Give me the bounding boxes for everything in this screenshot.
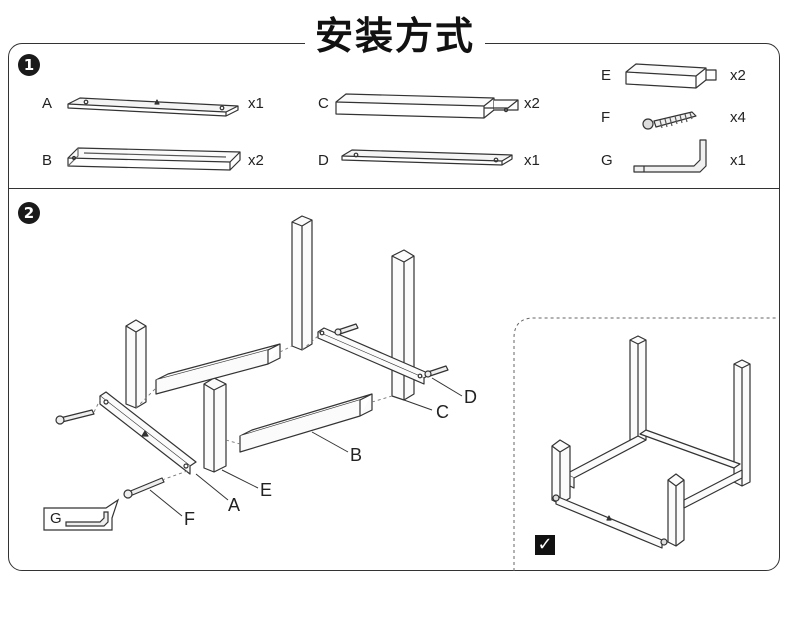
part-f-qty: x4 xyxy=(730,109,746,126)
part-g-qty: x1 xyxy=(730,152,746,169)
assembly-screws xyxy=(55,323,449,499)
part-a-qty: x1 xyxy=(248,95,264,112)
callout-g: G xyxy=(50,510,62,527)
part-b-qty: x2 xyxy=(248,152,264,169)
beam-b-left xyxy=(155,343,281,395)
part-f-screw xyxy=(642,111,697,130)
callout-a: A xyxy=(228,495,241,515)
completed-view-panel xyxy=(513,317,778,571)
callout-c: C xyxy=(436,402,449,422)
callout-f: F xyxy=(184,509,195,529)
part-f-label: F xyxy=(601,109,611,126)
leg-back-left xyxy=(291,215,313,351)
callout-e: E xyxy=(260,480,273,500)
completed-stool xyxy=(551,335,751,549)
part-g-label: G xyxy=(601,152,613,169)
part-b-beam xyxy=(67,147,241,171)
step-2-badge: 2 xyxy=(18,202,40,224)
section-divider xyxy=(8,188,780,189)
callout-b: B xyxy=(350,445,363,465)
leg-front-right xyxy=(203,377,227,473)
part-d-label: D xyxy=(318,152,329,169)
part-b-label: B xyxy=(42,152,53,169)
part-e-label: E xyxy=(601,67,612,84)
part-d-rail xyxy=(341,149,513,166)
part-a-label: A xyxy=(42,95,53,112)
part-e-block xyxy=(625,63,717,89)
part-g-hex-key xyxy=(633,139,707,173)
part-d-qty: x1 xyxy=(524,152,540,169)
rail-d-back xyxy=(317,327,431,385)
part-a-rail xyxy=(67,97,239,117)
step-1-badge: 1 xyxy=(18,54,40,76)
completed-check-icon: ✓ xyxy=(535,535,555,555)
rail-a-front xyxy=(99,391,197,475)
page-title: 安装方式 xyxy=(304,8,485,64)
callout-d: D xyxy=(464,387,477,407)
leg-front-left xyxy=(125,319,147,409)
part-e-qty: x2 xyxy=(730,67,746,84)
part-c-beam xyxy=(335,93,519,119)
beam-b-front xyxy=(239,393,373,453)
part-c-label: C xyxy=(318,95,329,112)
part-c-qty: x2 xyxy=(524,95,540,112)
